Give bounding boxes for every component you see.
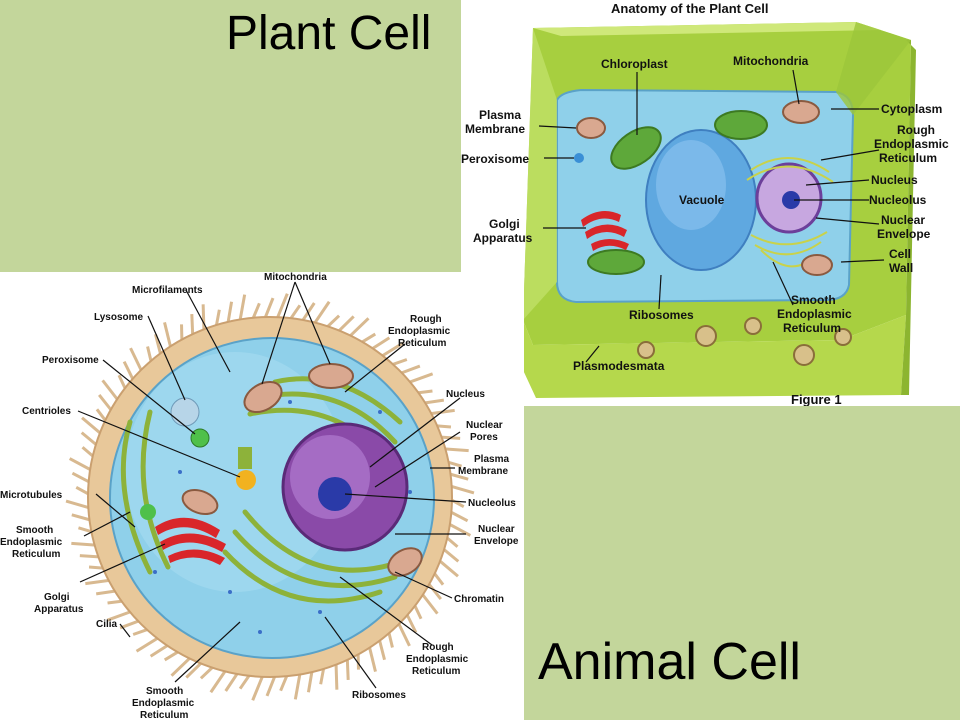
- plant-figure-label: Figure 1: [791, 392, 842, 406]
- animal-centrioles: [236, 447, 256, 490]
- plant-nucleus: [755, 162, 823, 234]
- plant-rough-er: [746, 157, 834, 268]
- plant-vacuole: [645, 129, 757, 271]
- plant-label-nucleus: Nucleus: [871, 173, 918, 187]
- plant-label-vacuole: Vacuole: [679, 193, 725, 207]
- animal-cell-diagram: Mitochondria Microfilaments Lysosome Rou…: [0, 272, 524, 720]
- animal-label-centrioles: Centrioles: [22, 406, 71, 417]
- animal-nucleus: [281, 422, 409, 552]
- plasmodesmata: [637, 317, 852, 366]
- plant-label-plasma-membrane: Plasma Membrane: [465, 108, 525, 136]
- plant-label-cytoplasm: Cytoplasm: [881, 102, 942, 116]
- animal-title-panel: [524, 406, 960, 720]
- animal-label-golgi: Golgi Apparatus: [34, 592, 84, 615]
- animal-label-nucleus: Nucleus: [446, 389, 485, 400]
- plant-label-nuclear-envelope: Nuclear Envelope: [877, 213, 931, 241]
- animal-label-cilia: Cilia: [96, 619, 118, 630]
- animal-label-microtubules: Microtubules: [0, 490, 63, 501]
- animal-label-rough-er-bottom: Rough Endoplasmic Reticulum: [406, 642, 471, 677]
- plant-chloroplast: [587, 110, 768, 275]
- plant-diagram-heading: Anatomy of the Plant Cell: [611, 1, 768, 16]
- plant-label-ribosomes: Ribosomes: [629, 308, 694, 322]
- animal-peroxisome: [140, 428, 210, 520]
- plant-label-peroxisome: Peroxisome: [461, 152, 529, 166]
- plant-label-nucleolus: Nucleolus: [869, 193, 927, 207]
- animal-golgi: [155, 517, 226, 565]
- plant-label-rough-er: Rough Endoplasmic Reticulum: [874, 123, 952, 165]
- animal-label-nucleolus: Nucleolus: [468, 498, 516, 509]
- plant-cell-diagram: Anatomy of the Plant Cell: [461, 0, 960, 406]
- animal-label-nuclear-pores: Nuclear Pores: [466, 420, 505, 443]
- plant-label-smooth-er: Smooth Endoplasmic Reticulum: [777, 293, 855, 335]
- plant-label-golgi: Golgi Apparatus: [473, 217, 533, 245]
- animal-label-chromatin: Chromatin: [454, 594, 504, 605]
- plant-mitochondria: [576, 100, 833, 276]
- animal-label-peroxisome: Peroxisome: [42, 355, 99, 366]
- plant-label-cell-wall: Cell Wall: [889, 247, 914, 275]
- animal-mitochondria: [181, 363, 423, 577]
- plant-cell-title: Plant Cell: [226, 7, 432, 60]
- animal-label-microfilaments: Microfilaments: [132, 285, 203, 296]
- animal-rough-er: [120, 376, 403, 604]
- plant-label-mitochondria: Mitochondria: [733, 54, 809, 68]
- animal-label-smooth-er-bottom: Smooth Endoplasmic Reticulum: [132, 686, 197, 720]
- animal-label-plasma-membrane: Plasma Membrane: [458, 454, 512, 477]
- animal-label-rough-er-top: Rough Endoplasmic Reticulum: [388, 314, 453, 349]
- animal-label-smooth-er-left: Smooth Endoplasmic Reticulum: [0, 525, 65, 560]
- plant-label-plasmodesmata: Plasmodesmata: [573, 359, 665, 373]
- animal-label-ribosomes: Ribosomes: [352, 690, 406, 701]
- animal-label-mitochondria: Mitochondria: [264, 272, 327, 283]
- plant-title-panel: [0, 0, 461, 272]
- animal-label-lysosome: Lysosome: [94, 312, 144, 323]
- animal-label-nuclear-envelope: Nuclear Envelope: [474, 524, 519, 547]
- animal-lysosome: [170, 397, 200, 427]
- animal-cell-title: Animal Cell: [538, 633, 801, 691]
- plant-golgi: [581, 211, 629, 251]
- plant-label-chloroplast: Chloroplast: [601, 57, 668, 71]
- animal-ribosomes: [153, 400, 412, 634]
- plant-peroxisome: [574, 153, 584, 163]
